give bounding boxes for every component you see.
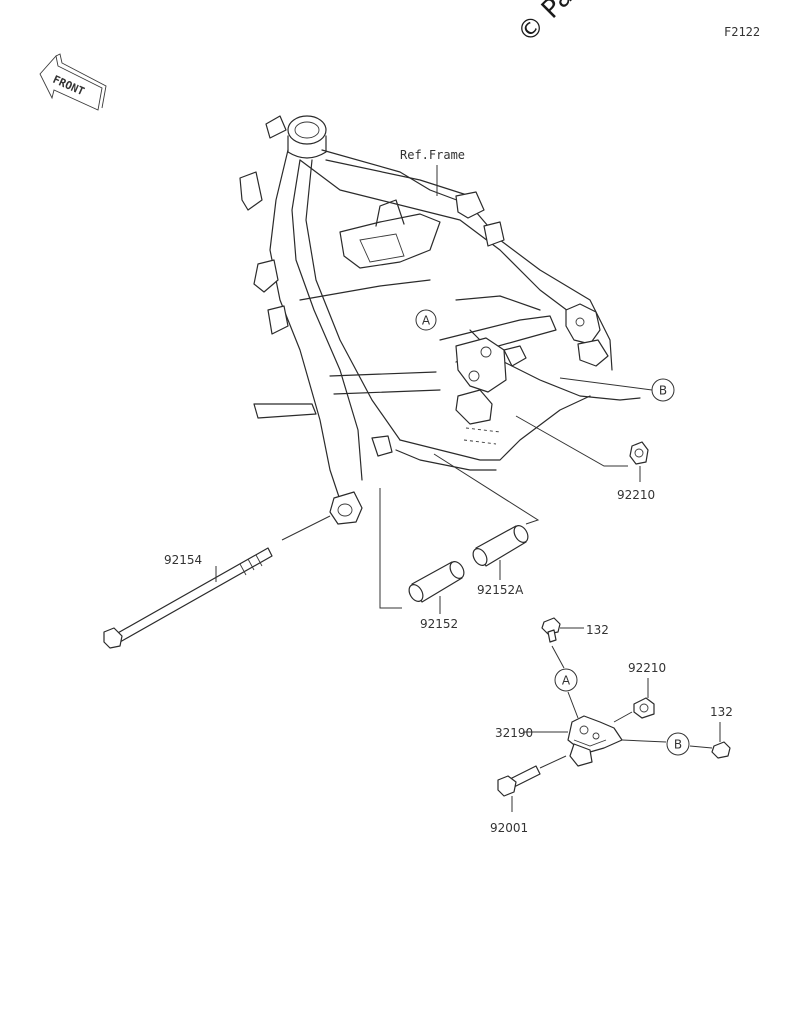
callout-b-top-label: B xyxy=(659,384,667,398)
part-label-132-right: 132 xyxy=(710,705,733,719)
frame-drawing xyxy=(239,115,641,525)
bolt-132-top: 132 xyxy=(541,617,609,669)
spacer-leader-bracket xyxy=(379,488,402,609)
part-label-92001: 92001 xyxy=(490,821,528,835)
callout-a-top: A xyxy=(415,309,437,331)
part-label-32190: 32190 xyxy=(495,726,533,740)
bolt-132-right: 132 xyxy=(710,705,733,759)
ref-frame-annotation: Ref.Frame xyxy=(400,148,465,196)
part-label-92210-top: 92210 xyxy=(617,488,655,502)
diagram-code: F2122 xyxy=(724,25,760,39)
ref-frame-label: Ref.Frame xyxy=(400,148,465,162)
bolt-92154: 92154 xyxy=(103,515,331,649)
front-label: FRONT xyxy=(51,73,87,98)
part-label-92210-bottom: 92210 xyxy=(628,661,666,675)
callout-b-bottom: B xyxy=(666,732,713,756)
callout-b-bottom-label: B xyxy=(674,738,682,752)
spacer-92152A: 92152A xyxy=(472,525,529,597)
part-label-92152A: 92152A xyxy=(477,583,524,597)
part-label-92154: 92154 xyxy=(164,553,202,567)
callout-a-top-label: A xyxy=(422,314,431,328)
nut-92210-top: 92210 xyxy=(515,415,655,502)
spacer-leader-top xyxy=(433,453,540,525)
part-label-92152: 92152 xyxy=(420,617,458,631)
spacer-92152: 92152 xyxy=(408,561,465,631)
callout-b-top: B xyxy=(559,377,675,402)
part-label-132-top: 132 xyxy=(586,623,609,637)
copyright-watermark: © Par xyxy=(512,0,587,49)
nut-92210-bottom: 92210 xyxy=(613,661,666,723)
front-arrow-icon: FRONT xyxy=(39,53,107,111)
callout-a-bottom-label: A xyxy=(562,674,571,688)
bracket-32190: 32190 xyxy=(495,715,667,767)
bolt-92001: 92001 xyxy=(490,755,567,835)
callout-a-bottom: A xyxy=(554,668,579,719)
